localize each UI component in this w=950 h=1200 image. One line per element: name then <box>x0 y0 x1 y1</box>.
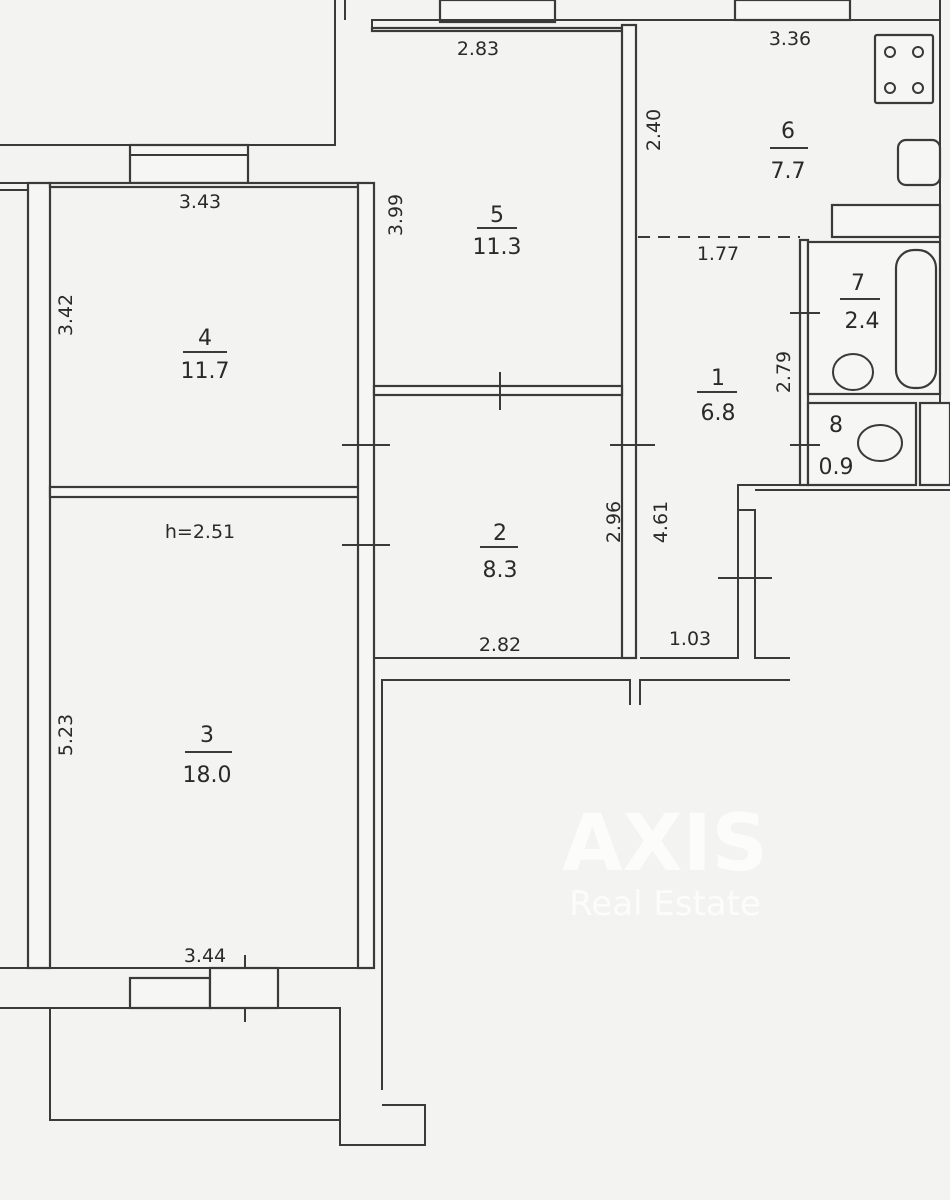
ceiling-height: h=2.51 <box>165 521 235 543</box>
room-area: 7.7 <box>771 159 806 184</box>
wall <box>370 26 624 33</box>
watermark-logo: AXIS Real Estate <box>562 799 768 924</box>
wall <box>48 485 362 499</box>
dim-room5-width: 2.83 <box>457 38 499 60</box>
room-6-label: 6 7.7 <box>770 119 808 184</box>
room-number: 3 <box>200 723 214 748</box>
sink-icon <box>896 138 942 187</box>
dim-room3-height: 5.23 <box>55 714 77 756</box>
room-5-label: 5 11.3 <box>473 203 522 260</box>
room-number: 4 <box>198 326 212 351</box>
wall <box>0 182 28 191</box>
burner-icon <box>884 46 896 58</box>
dim-room3-width: 3.44 <box>184 945 226 967</box>
window <box>733 0 852 22</box>
room-number: 2 <box>493 521 507 546</box>
window <box>128 143 250 185</box>
room-area: 18.0 <box>183 763 232 788</box>
stove-icon <box>873 33 935 105</box>
window <box>438 0 557 24</box>
room-3-label: 3 18.0 <box>183 723 232 788</box>
burner-icon <box>912 82 924 94</box>
wall <box>0 0 346 146</box>
wall <box>48 181 360 189</box>
dim-room6-width: 3.36 <box>769 28 811 50</box>
bathtub-icon <box>894 248 938 390</box>
wall <box>372 384 624 397</box>
burner-icon <box>912 46 924 58</box>
watermark-subtitle: Real Estate <box>569 884 761 924</box>
toilet-icon <box>857 424 903 462</box>
room-2-label: 2 8.3 <box>480 521 518 583</box>
wall <box>830 203 942 239</box>
window <box>128 976 212 1010</box>
dim-room1-top: 1.77 <box>697 243 739 265</box>
room-8-label: 8 0.9 <box>819 413 854 480</box>
room-number: 6 <box>781 119 795 144</box>
wall <box>356 181 376 970</box>
dim-room2-height: 2.96 <box>603 501 625 543</box>
wall <box>375 484 950 1090</box>
room-area: 8.3 <box>483 558 518 583</box>
wall <box>620 23 638 660</box>
dim-room1-bottom: 1.03 <box>669 628 711 650</box>
door-mark <box>244 312 820 1022</box>
wall <box>918 401 950 487</box>
room-number: 5 <box>490 203 504 228</box>
room-7-label: 7 2.4 <box>840 271 880 334</box>
toilet-room <box>806 401 918 487</box>
dim-room6-height: 2.40 <box>643 109 665 151</box>
dim-room4-height: 3.42 <box>55 294 77 336</box>
dim-room4-width: 3.43 <box>179 191 221 213</box>
room-1-label: 1 6.8 <box>697 366 737 426</box>
watermark-brand: AXIS <box>562 799 768 889</box>
room-4-label: 4 11.7 <box>181 326 230 384</box>
room-area: 11.3 <box>473 235 522 260</box>
balcony-door <box>208 966 280 1010</box>
room-area: 0.9 <box>819 455 854 480</box>
room-number: 8 <box>829 413 843 438</box>
dim-room5-height: 3.99 <box>385 194 407 236</box>
dim-bath-height: 2.79 <box>773 351 795 393</box>
dim-room1-height: 4.61 <box>650 501 672 543</box>
room-number: 7 <box>851 271 865 296</box>
room-area: 11.7 <box>181 359 230 384</box>
room-area: 6.8 <box>701 401 736 426</box>
burner-icon <box>884 82 896 94</box>
room-number: 1 <box>711 366 725 391</box>
washbasin-icon <box>832 353 874 391</box>
room-area: 2.4 <box>845 309 880 334</box>
wall <box>26 181 52 970</box>
wall <box>798 238 810 487</box>
dim-room2-width: 2.82 <box>479 634 521 656</box>
